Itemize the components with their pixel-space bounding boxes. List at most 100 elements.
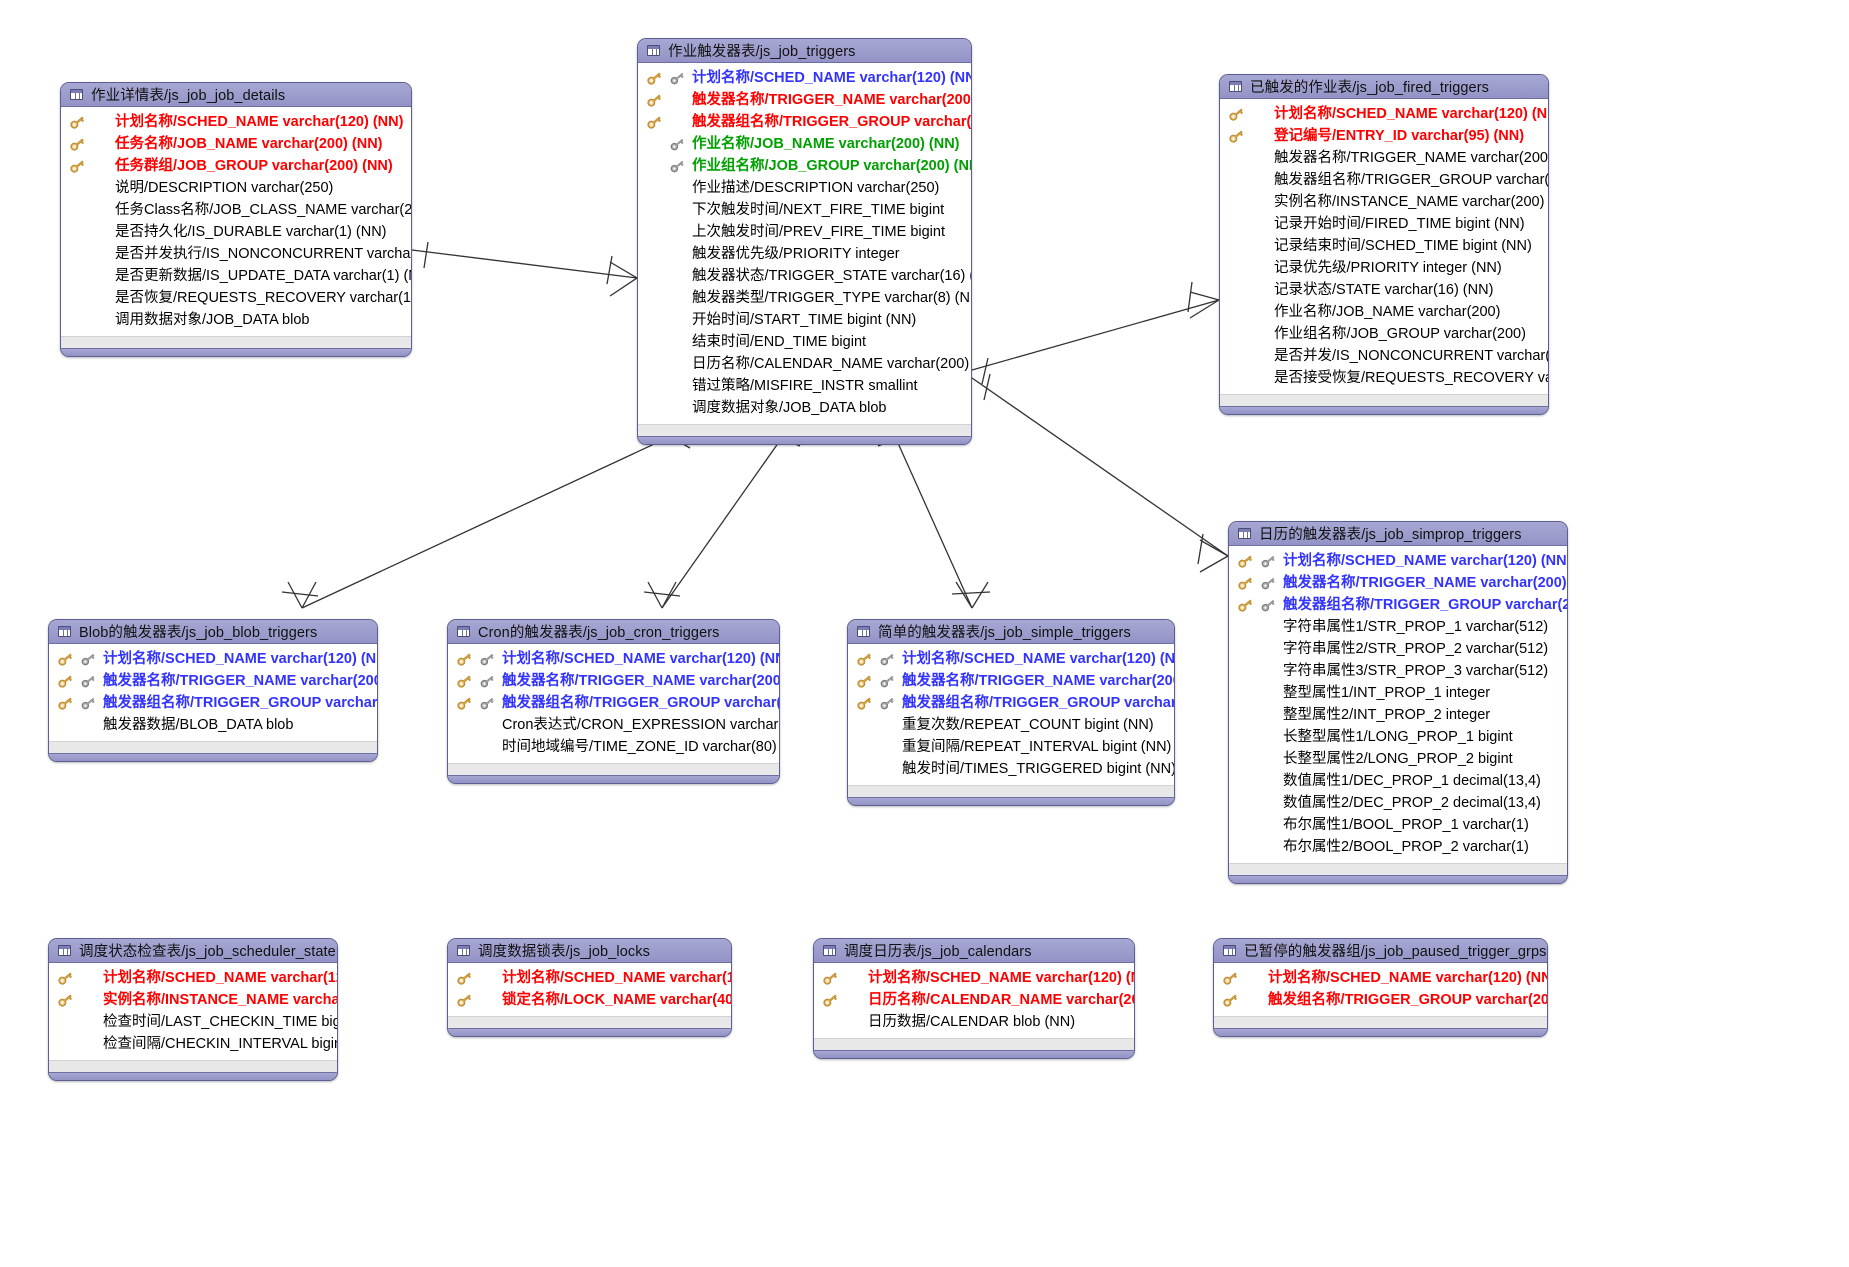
- field-row[interactable]: 长整型属性1/LONG_PROP_1 bigint: [1229, 726, 1567, 748]
- field-row[interactable]: 计划名称/SCHED_NAME varchar(120) (NN): [1220, 103, 1548, 125]
- field-row[interactable]: 任务名称/JOB_NAME varchar(200) (NN): [61, 133, 411, 155]
- field-row[interactable]: 整型属性2/INT_PROP_2 integer: [1229, 704, 1567, 726]
- field-row[interactable]: 是否并发执行/IS_NONCONCURRENT varchar(1) (NN): [61, 243, 411, 265]
- field-row[interactable]: 触发器组名称/TRIGGER_GROUP varchar(200) (NN): [1229, 594, 1567, 616]
- field-row[interactable]: 作业组名称/JOB_GROUP varchar(200) (NN): [638, 155, 971, 177]
- field-row[interactable]: 上次触发时间/PREV_FIRE_TIME bigint: [638, 221, 971, 243]
- entity-paused_trigger_grps[interactable]: 已暂停的触发器组/js_job_paused_trigger_grps 计划名称/…: [1213, 938, 1548, 1037]
- entity-job_triggers[interactable]: 作业触发器表/js_job_triggers 计划名称/SCHED_NAME va…: [637, 38, 972, 445]
- field-row[interactable]: 触发器组名称/TRIGGER_GROUP varchar(200) (NN): [448, 692, 779, 714]
- field-row[interactable]: 调用数据对象/JOB_DATA blob: [61, 309, 411, 331]
- field-row[interactable]: 记录状态/STATE varchar(16) (NN): [1220, 279, 1548, 301]
- entity-calendars[interactable]: 调度日历表/js_job_calendars 计划名称/SCHED_NAME va…: [813, 938, 1135, 1059]
- field-row[interactable]: 数值属性1/DEC_PROP_1 decimal(13,4): [1229, 770, 1567, 792]
- field-row[interactable]: 任务群组/JOB_GROUP varchar(200) (NN): [61, 155, 411, 177]
- field-row[interactable]: 时间地域编号/TIME_ZONE_ID varchar(80): [448, 736, 779, 758]
- field-row[interactable]: 触发器名称/TRIGGER_NAME varchar(200) (NN): [638, 89, 971, 111]
- field-row[interactable]: 日历数据/CALENDAR blob (NN): [814, 1011, 1134, 1033]
- field-row[interactable]: 字符串属性3/STR_PROP_3 varchar(512): [1229, 660, 1567, 682]
- field-row[interactable]: 是否更新数据/IS_UPDATE_DATA varchar(1) (NN): [61, 265, 411, 287]
- field-row[interactable]: 作业名称/JOB_NAME varchar(200) (NN): [638, 133, 971, 155]
- field-row[interactable]: 是否持久化/IS_DURABLE varchar(1) (NN): [61, 221, 411, 243]
- entity-header-scheduler_state[interactable]: 调度状态检查表/js_job_scheduler_state: [49, 939, 337, 963]
- field-row[interactable]: 数值属性2/DEC_PROP_2 decimal(13,4): [1229, 792, 1567, 814]
- field-row[interactable]: 是否并发/IS_NONCONCURRENT varchar(1): [1220, 345, 1548, 367]
- field-row[interactable]: 布尔属性2/BOOL_PROP_2 varchar(1): [1229, 836, 1567, 858]
- entity-header-locks[interactable]: 调度数据锁表/js_job_locks: [448, 939, 731, 963]
- field-row[interactable]: 触发器状态/TRIGGER_STATE varchar(16) (NN): [638, 265, 971, 287]
- field-row[interactable]: 长整型属性2/LONG_PROP_2 bigint: [1229, 748, 1567, 770]
- field-row[interactable]: 触发器名称/TRIGGER_NAME varchar(200) (NN): [1220, 147, 1548, 169]
- entity-header-job_triggers[interactable]: 作业触发器表/js_job_triggers: [638, 39, 971, 63]
- field-row[interactable]: 记录结束时间/SCHED_TIME bigint (NN): [1220, 235, 1548, 257]
- field-row[interactable]: 开始时间/START_TIME bigint (NN): [638, 309, 971, 331]
- field-row[interactable]: 重复间隔/REPEAT_INTERVAL bigint (NN): [848, 736, 1174, 758]
- field-row[interactable]: 说明/DESCRIPTION varchar(250): [61, 177, 411, 199]
- field-row[interactable]: 是否恢复/REQUESTS_RECOVERY varchar(1) (NN): [61, 287, 411, 309]
- entity-scheduler_state[interactable]: 调度状态检查表/js_job_scheduler_state 计划名称/SCHED…: [48, 938, 338, 1081]
- field-row[interactable]: 计划名称/SCHED_NAME varchar(120) (NN): [49, 967, 337, 989]
- field-row[interactable]: 触发器名称/TRIGGER_NAME varchar(200) (NN): [448, 670, 779, 692]
- field-row[interactable]: 记录优先级/PRIORITY integer (NN): [1220, 257, 1548, 279]
- field-row[interactable]: 计划名称/SCHED_NAME varchar(120) (NN): [448, 648, 779, 670]
- field-row[interactable]: 布尔属性1/BOOL_PROP_1 varchar(1): [1229, 814, 1567, 836]
- field-row[interactable]: 计划名称/SCHED_NAME varchar(120) (NN): [49, 648, 377, 670]
- field-row[interactable]: 实例名称/INSTANCE_NAME varchar(200) (NN): [1220, 191, 1548, 213]
- field-row[interactable]: Cron表达式/CRON_EXPRESSION varchar(120) (NN…: [448, 714, 779, 736]
- field-row[interactable]: 触发器优先级/PRIORITY integer: [638, 243, 971, 265]
- entity-header-blob_triggers[interactable]: Blob的触发器表/js_job_blob_triggers: [49, 620, 377, 644]
- field-row[interactable]: 是否接受恢复/REQUESTS_RECOVERY varchar(1): [1220, 367, 1548, 389]
- field-row[interactable]: 触发器类型/TRIGGER_TYPE varchar(8) (NN): [638, 287, 971, 309]
- field-row[interactable]: 触发器名称/TRIGGER_NAME varchar(200) (NN): [1229, 572, 1567, 594]
- field-row[interactable]: 触发器数据/BLOB_DATA blob: [49, 714, 377, 736]
- entity-cron_triggers[interactable]: Cron的触发器表/js_job_cron_triggers 计划名称/SCHED…: [447, 619, 780, 784]
- field-row[interactable]: 触发器组名称/TRIGGER_GROUP varchar(200) (NN): [638, 111, 971, 133]
- field-row[interactable]: 重复次数/REPEAT_COUNT bigint (NN): [848, 714, 1174, 736]
- entity-blob_triggers[interactable]: Blob的触发器表/js_job_blob_triggers 计划名称/SCHED…: [48, 619, 378, 762]
- field-row[interactable]: 作业组名称/JOB_GROUP varchar(200): [1220, 323, 1548, 345]
- field-row[interactable]: 触发组名称/TRIGGER_GROUP varchar(200) (NN): [1214, 989, 1547, 1011]
- field-row[interactable]: 检查间隔/CHECKIN_INTERVAL bigint (NN): [49, 1033, 337, 1055]
- field-row[interactable]: 计划名称/SCHED_NAME varchar(120) (NN): [448, 967, 731, 989]
- field-row[interactable]: 触发器组名称/TRIGGER_GROUP varchar(200) (NN): [49, 692, 377, 714]
- entity-header-cron_triggers[interactable]: Cron的触发器表/js_job_cron_triggers: [448, 620, 779, 644]
- field-row[interactable]: 作业描述/DESCRIPTION varchar(250): [638, 177, 971, 199]
- field-row[interactable]: 计划名称/SCHED_NAME varchar(120) (NN): [638, 67, 971, 89]
- entity-simprop_triggers[interactable]: 日历的触发器表/js_job_simprop_triggers 计划名称/SCHE…: [1228, 521, 1568, 884]
- field-row[interactable]: 计划名称/SCHED_NAME varchar(120) (NN): [1229, 550, 1567, 572]
- field-row[interactable]: 检查时间/LAST_CHECKIN_TIME bigint (NN): [49, 1011, 337, 1033]
- field-row[interactable]: 计划名称/SCHED_NAME varchar(120) (NN): [1214, 967, 1547, 989]
- entity-header-simple_triggers[interactable]: 简单的触发器表/js_job_simple_triggers: [848, 620, 1174, 644]
- entity-locks[interactable]: 调度数据锁表/js_job_locks 计划名称/SCHED_NAME varch…: [447, 938, 732, 1037]
- field-row[interactable]: 触发器组名称/TRIGGER_GROUP varchar(200) (NN): [1220, 169, 1548, 191]
- field-row[interactable]: 错过策略/MISFIRE_INSTR smallint: [638, 375, 971, 397]
- entity-header-paused_trigger_grps[interactable]: 已暂停的触发器组/js_job_paused_trigger_grps: [1214, 939, 1547, 963]
- field-row[interactable]: 结束时间/END_TIME bigint: [638, 331, 971, 353]
- field-row[interactable]: 任务Class名称/JOB_CLASS_NAME varchar(250) (N…: [61, 199, 411, 221]
- field-row[interactable]: 触发器名称/TRIGGER_NAME varchar(200) (NN): [848, 670, 1174, 692]
- entity-header-fired_triggers[interactable]: 已触发的作业表/js_job_fired_triggers: [1220, 75, 1548, 99]
- entity-header-calendars[interactable]: 调度日历表/js_job_calendars: [814, 939, 1134, 963]
- entity-header-job_details[interactable]: 作业详情表/js_job_job_details: [61, 83, 411, 107]
- field-row[interactable]: 日历名称/CALENDAR_NAME varchar(200) (NN): [814, 989, 1134, 1011]
- field-row[interactable]: 触发器组名称/TRIGGER_GROUP varchar(200) (NN): [848, 692, 1174, 714]
- entity-job_details[interactable]: 作业详情表/js_job_job_details 计划名称/SCHED_NAME …: [60, 82, 412, 357]
- field-row[interactable]: 登记编号/ENTRY_ID varchar(95) (NN): [1220, 125, 1548, 147]
- field-row[interactable]: 作业名称/JOB_NAME varchar(200): [1220, 301, 1548, 323]
- field-row[interactable]: 字符串属性1/STR_PROP_1 varchar(512): [1229, 616, 1567, 638]
- field-row[interactable]: 日历名称/CALENDAR_NAME varchar(200): [638, 353, 971, 375]
- field-row[interactable]: 记录开始时间/FIRED_TIME bigint (NN): [1220, 213, 1548, 235]
- field-row[interactable]: 计划名称/SCHED_NAME varchar(120) (NN): [61, 111, 411, 133]
- field-row[interactable]: 计划名称/SCHED_NAME varchar(120) (NN): [814, 967, 1134, 989]
- field-row[interactable]: 实例名称/INSTANCE_NAME varchar(200) (NN): [49, 989, 337, 1011]
- field-row[interactable]: 字符串属性2/STR_PROP_2 varchar(512): [1229, 638, 1567, 660]
- field-row[interactable]: 锁定名称/LOCK_NAME varchar(40) (NN): [448, 989, 731, 1011]
- field-row[interactable]: 整型属性1/INT_PROP_1 integer: [1229, 682, 1567, 704]
- field-row[interactable]: 调度数据对象/JOB_DATA blob: [638, 397, 971, 419]
- entity-header-simprop_triggers[interactable]: 日历的触发器表/js_job_simprop_triggers: [1229, 522, 1567, 546]
- entity-fired_triggers[interactable]: 已触发的作业表/js_job_fired_triggers 计划名称/SCHED_…: [1219, 74, 1549, 415]
- field-row[interactable]: 下次触发时间/NEXT_FIRE_TIME bigint: [638, 199, 971, 221]
- field-row[interactable]: 触发时间/TIMES_TRIGGERED bigint (NN): [848, 758, 1174, 780]
- field-row[interactable]: 触发器名称/TRIGGER_NAME varchar(200) (NN): [49, 670, 377, 692]
